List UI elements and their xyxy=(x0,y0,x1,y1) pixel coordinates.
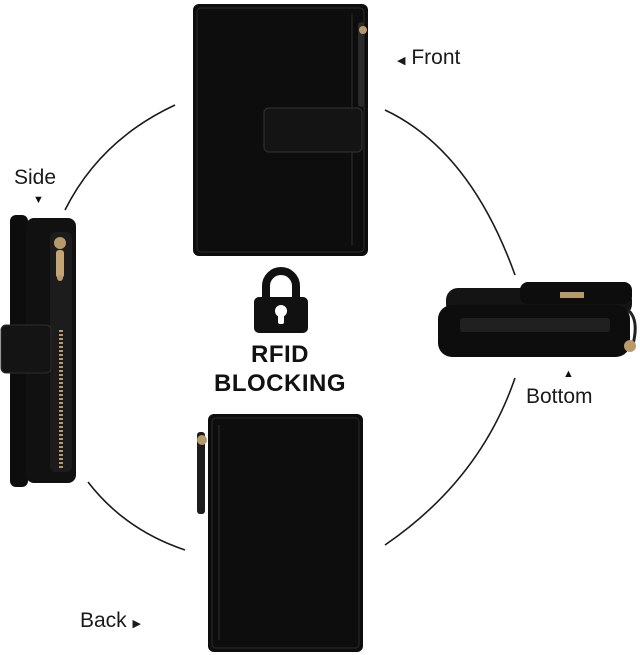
label-side: Side xyxy=(14,166,56,190)
down-arrow-icon: ▼ xyxy=(33,194,44,206)
rfid-line1: RFID xyxy=(251,341,309,368)
label-side-text: Side xyxy=(14,166,57,189)
right-arrow-icon: ▶ xyxy=(132,618,141,630)
arc-bottom-left xyxy=(87,481,186,551)
wallet-front-view xyxy=(193,4,368,256)
rfid-blocking-caption: RFID BLOCKING xyxy=(200,340,360,398)
arc-bottom-right xyxy=(384,377,516,546)
wallet-back-view xyxy=(197,414,363,652)
label-back: Back ▶ xyxy=(80,609,141,633)
label-front: ◀ Front xyxy=(397,46,460,70)
label-bottom: Bottom xyxy=(526,385,593,409)
label-back-text: Back xyxy=(80,609,127,632)
arc-top-right xyxy=(384,109,516,276)
orbit-circle xyxy=(64,104,516,551)
left-arrow-icon: ◀ xyxy=(397,55,406,67)
rfid-line2: BLOCKING xyxy=(214,370,346,397)
label-front-text: Front xyxy=(411,46,461,69)
lock-icon xyxy=(254,267,308,333)
label-bottom-text: Bottom xyxy=(526,385,593,408)
wallet-bottom-view xyxy=(438,282,637,357)
up-arrow-icon: ▲ xyxy=(563,368,574,380)
arc-top-left xyxy=(64,104,176,211)
wallet-side-view xyxy=(0,215,76,487)
